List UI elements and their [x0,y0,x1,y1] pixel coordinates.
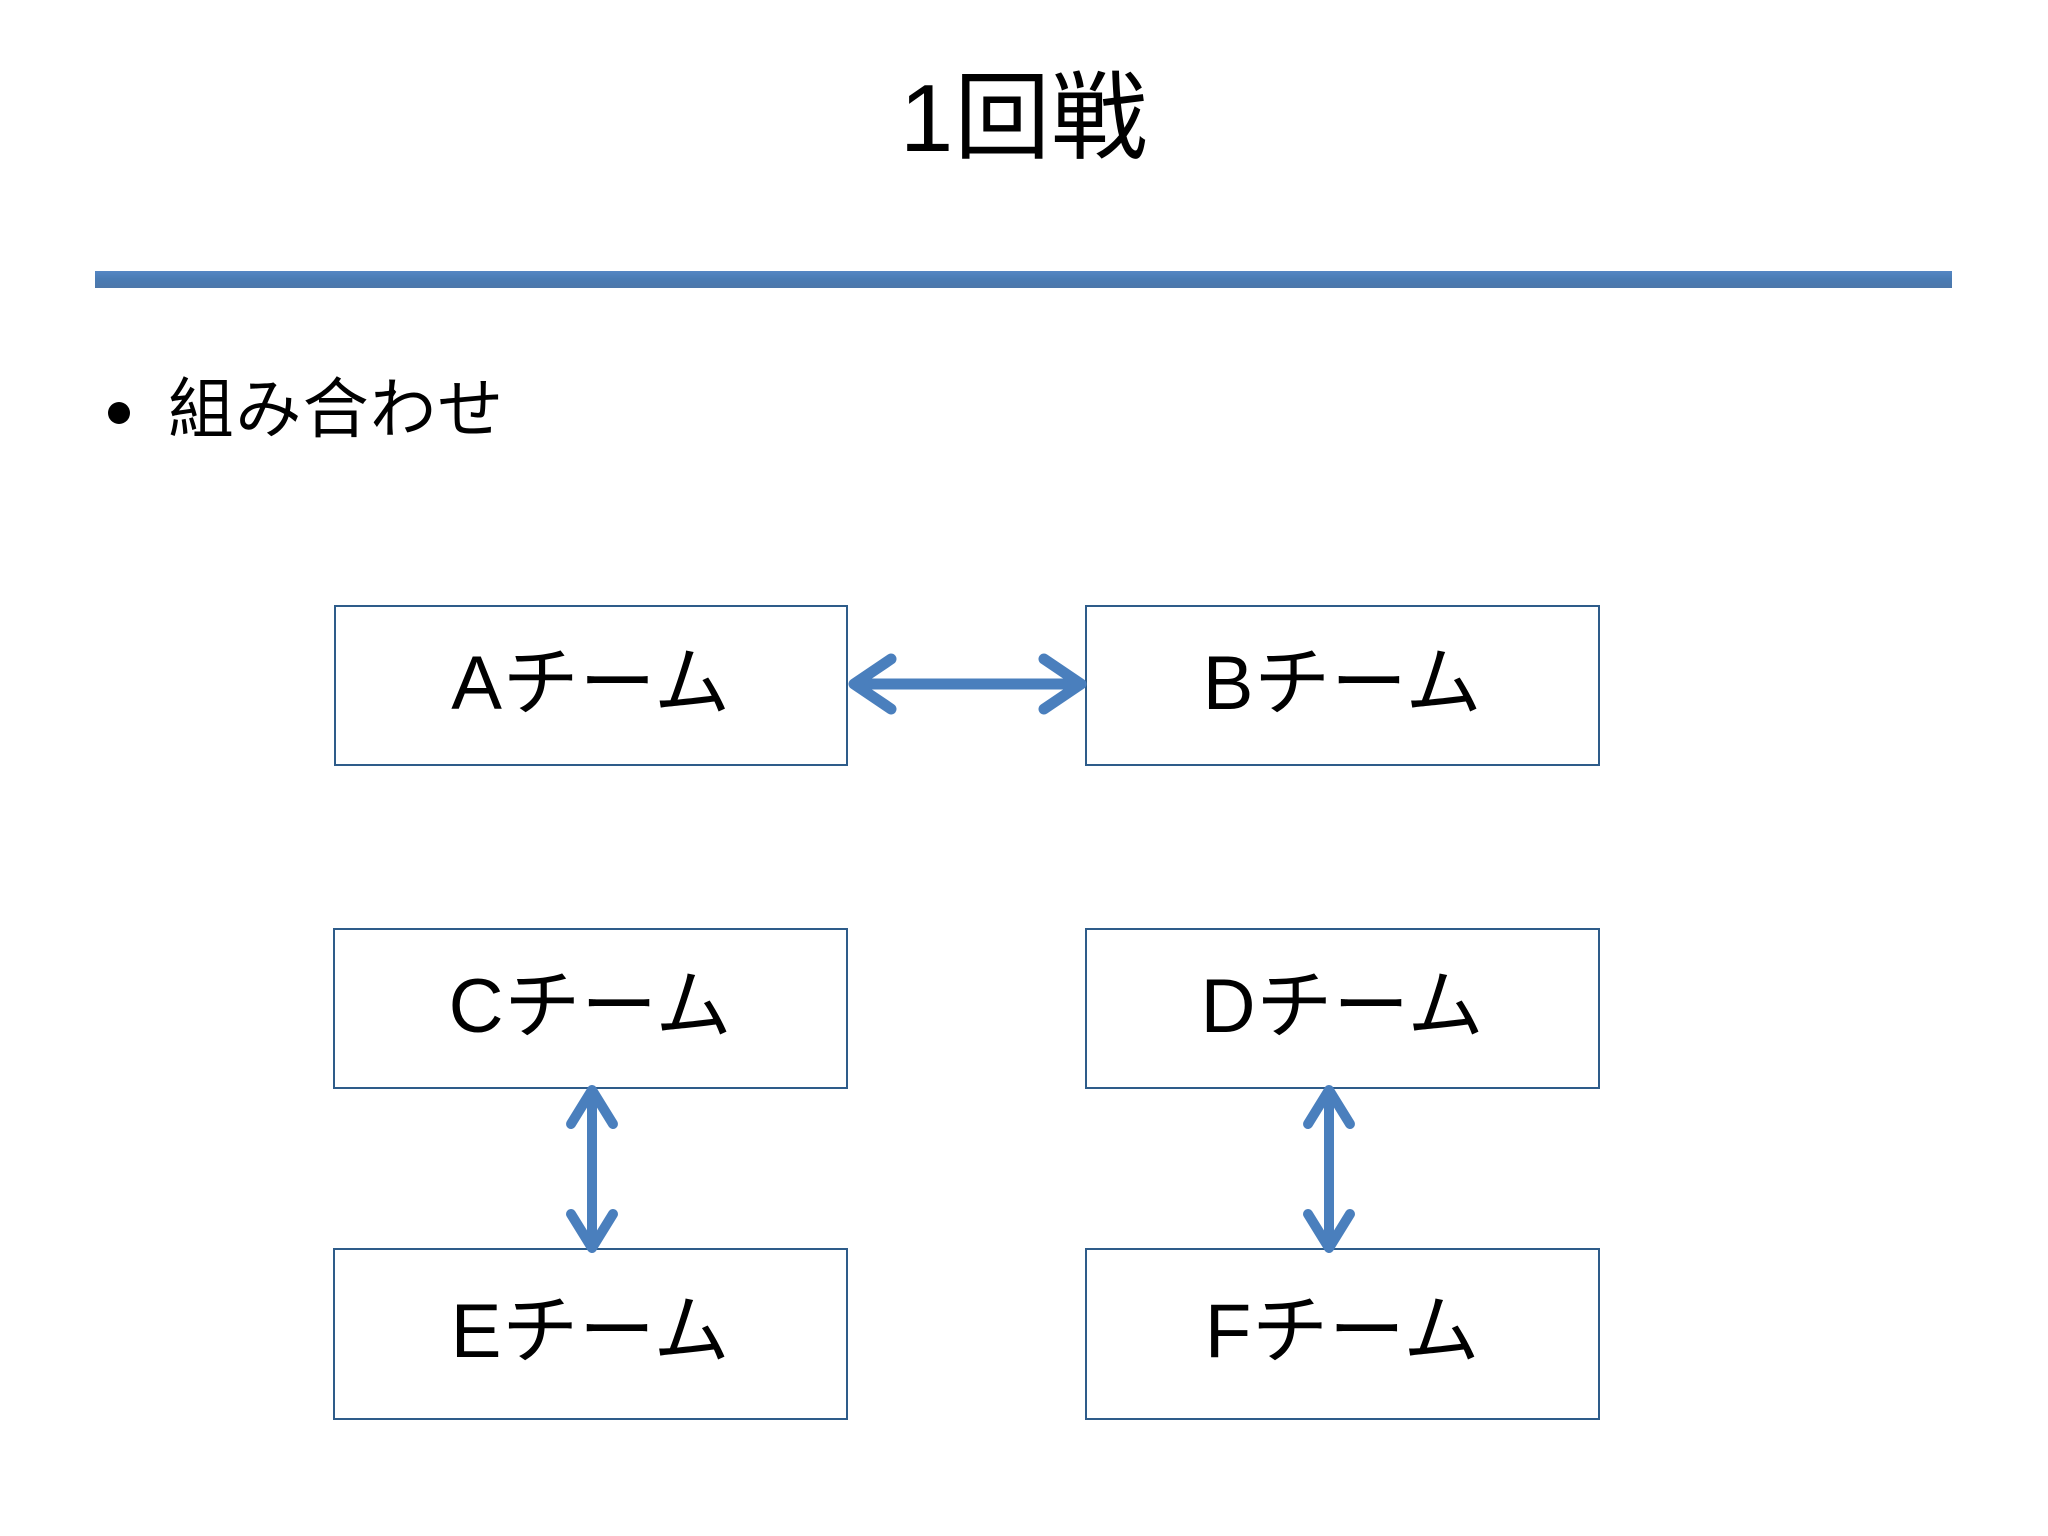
slide-title: 1回戦 [899,65,1149,172]
team-label-e: Eチーム [450,1289,731,1374]
title-underline-rule [95,271,1952,288]
double-headed-horizontal-arrow-icon-ab [845,650,1090,718]
team-box-c: Cチーム [333,928,848,1089]
team-label-b: Bチーム [1202,640,1483,726]
team-box-a: Aチーム [334,605,848,766]
team-box-e: Eチーム [333,1248,848,1420]
team-box-f: Fチーム [1085,1248,1600,1420]
team-box-d: Dチーム [1085,928,1600,1089]
bullet-list-item: 組み合わせ [108,371,505,449]
team-box-b: Bチーム [1085,605,1600,766]
team-label-c: Cチーム [448,963,733,1049]
double-headed-vertical-arrow-icon-df [1297,1083,1361,1255]
team-label-d: Dチーム [1200,963,1485,1049]
bullet-item-label: 組み合わせ [168,372,505,446]
bullet-dot-icon [108,401,130,424]
team-label-a: Aチーム [451,640,731,726]
double-headed-vertical-arrow-icon-ce [560,1083,624,1255]
team-label-f: Fチーム [1204,1289,1481,1374]
